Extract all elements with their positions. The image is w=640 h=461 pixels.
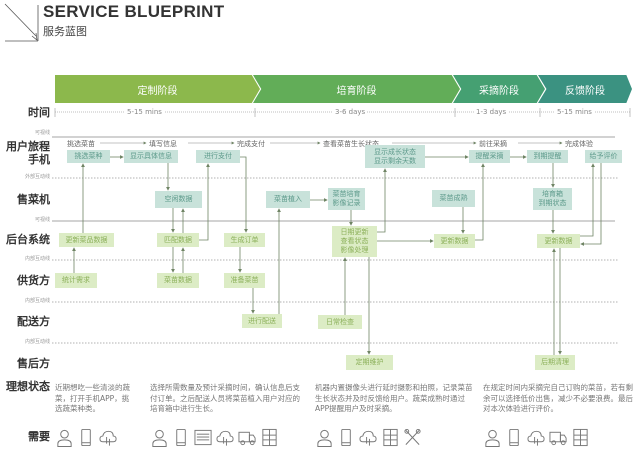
time-axis	[54, 108, 631, 117]
vending-step: 空闲数据	[155, 191, 202, 208]
row-label-vending: 售菜机	[17, 193, 50, 206]
time-label: 1-3 days	[474, 108, 509, 116]
cloud-icon	[359, 430, 377, 446]
row-label-delivery: 配送方	[17, 315, 50, 328]
vending-step: 菜苗植入	[266, 191, 310, 208]
backend-step: 日期更新 查看状态 影像处理	[332, 226, 377, 257]
ideal-state-text: 选择所需数量及预计采摘时间，确认信息后支付订单。之后配送人员将菜苗植入用户对应的…	[150, 383, 300, 413]
needs-group	[315, 427, 422, 448]
logo-diagonal	[4, 3, 39, 42]
cabinet-icon	[383, 428, 398, 447]
cabinet-icon	[262, 428, 277, 447]
journey-step: 挑选菜苗	[66, 139, 96, 149]
journey-step: 完成体验	[564, 139, 594, 149]
aftersales-step: 后期清理	[535, 355, 575, 370]
phone-step: 挑选菜种	[67, 150, 110, 163]
line-label-internal: 内部互动线	[24, 339, 50, 345]
time-label: 5-15 mins	[125, 108, 164, 116]
screen-icon	[194, 429, 212, 446]
phone-icon	[341, 428, 351, 447]
time-label: 5-15 mins	[555, 108, 594, 116]
journey-step: 前往采摘	[478, 139, 508, 149]
person-icon	[317, 429, 332, 447]
row-label-phone: 手机	[28, 153, 50, 166]
phone-step: 显示具体信息	[124, 150, 178, 163]
tools-icon	[404, 428, 421, 445]
backend-step: 更新菜品数据	[59, 233, 114, 247]
row-label-supplier: 供货方	[17, 274, 50, 287]
stage-label: 培育阶段	[336, 85, 377, 97]
journey-step: 填写信息	[148, 139, 178, 149]
person-icon	[485, 429, 500, 447]
row-label-needs: 需要	[28, 430, 50, 443]
line-label-visibility: 可视线	[34, 130, 50, 136]
line-label-internal: 内部互动线	[24, 298, 50, 304]
line-label-internal: 内部互动线	[24, 256, 50, 262]
phone-step: 进行支付	[196, 150, 240, 163]
phone-icon	[509, 428, 519, 447]
stage-cultivate: 培育阶段	[253, 75, 460, 103]
vending-step: 培育箱 到期状态	[533, 188, 572, 210]
ideal-state-text: 在规定时间内采摘完自己订购的菜苗，若有剩余可以选择低价出售，减少不必要浪费。最后…	[483, 383, 633, 413]
needs-group	[483, 427, 590, 448]
vending-step: 菜苗培育 影像记录	[328, 188, 365, 210]
journey-step: 完成支付	[236, 139, 266, 149]
supplier-step: 统计需求	[55, 273, 97, 288]
stage-label: 采摘阶段	[479, 85, 519, 97]
ideal-state-text: 近期想吃一些清淡的蔬菜，打开手机APP，挑选蔬菜种类。	[55, 383, 130, 413]
delivery-step: 日常检查	[318, 315, 362, 329]
ideal-state-text: 机器内置摄像头进行延时摄影和拍照，记录菜苗生长状态并及时反馈给用户。蔬菜成熟时通…	[315, 383, 473, 413]
backend-step: 匹配数据	[157, 233, 199, 247]
cloud-icon	[527, 430, 545, 446]
time-label: 3-6 days	[333, 108, 368, 116]
person-icon	[152, 429, 167, 447]
stage-feedback: 反馈阶段	[538, 75, 632, 103]
needs-group	[55, 427, 118, 448]
page-subtitle: 服务蓝图	[43, 25, 87, 38]
cloud-icon	[216, 430, 234, 446]
person-icon	[57, 429, 72, 447]
truck-icon	[549, 431, 567, 446]
phone-icon	[176, 428, 186, 447]
vending-step: 菜苗成熟	[432, 190, 475, 207]
row-label-backend: 后台系统	[6, 233, 50, 246]
page-title: SERVICE BLUEPRINT	[43, 2, 225, 21]
backend-step: 更新数据	[537, 234, 580, 248]
phone-step: 提醒采摘	[469, 150, 510, 163]
flow-arrows	[72, 155, 602, 355]
phone-step: 给予评价	[585, 150, 622, 163]
row-label-aftersales: 售后方	[17, 357, 50, 370]
stage-label: 定制阶段	[137, 85, 178, 97]
backend-step: 更新数据	[434, 234, 475, 248]
phone-step: 显示成长状态 显示剩余天数	[365, 145, 425, 168]
line-label-external: 外部互动线	[24, 174, 50, 180]
stage-customize: 定制阶段	[55, 75, 260, 103]
row-label-journey: 用户旅程	[6, 140, 50, 153]
needs-group	[150, 427, 279, 448]
journey-step: 查看菜苗生长状态	[322, 139, 380, 149]
line-label-visibility: 可视线	[34, 217, 50, 223]
supplier-step: 菜苗数据	[157, 273, 199, 288]
swimlane-lines	[52, 136, 618, 344]
row-label-ideal: 理想状态	[6, 380, 50, 393]
phone-icon	[81, 428, 91, 447]
cabinet-icon	[573, 428, 588, 447]
cloud-icon	[99, 430, 117, 446]
stage-harvest: 采摘阶段	[453, 75, 545, 103]
backend-step: 生成订单	[224, 233, 265, 247]
supplier-step: 准备菜苗	[224, 273, 265, 288]
row-label-time: 时间	[28, 106, 50, 119]
truck-icon	[238, 431, 256, 446]
delivery-step: 进行配送	[242, 314, 282, 328]
aftersales-step: 定期维护	[346, 355, 393, 370]
phone-step: 到期提醒	[527, 150, 568, 163]
stage-label: 反馈阶段	[565, 85, 605, 97]
